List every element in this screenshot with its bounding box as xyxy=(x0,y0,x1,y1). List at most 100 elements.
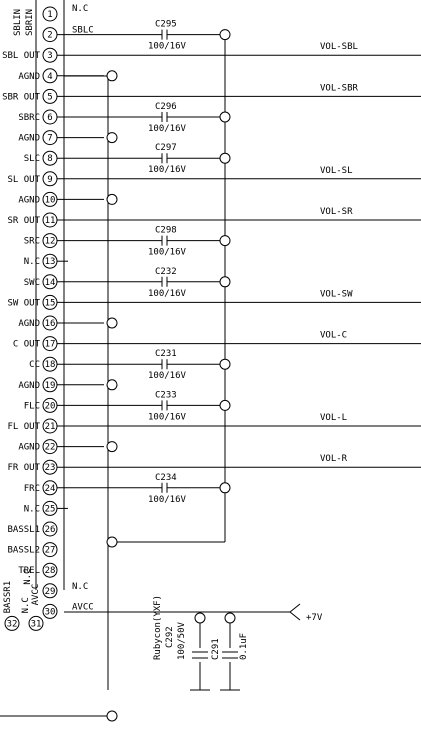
cap-ref: C297 xyxy=(155,143,177,153)
c292-node xyxy=(194,612,206,624)
pin-number: 6 xyxy=(47,113,52,123)
pin-number: 26 xyxy=(45,525,56,535)
pin-name: SBR OUT xyxy=(2,92,41,102)
pin-number: 9 xyxy=(47,175,52,185)
pin-number: 15 xyxy=(45,298,56,308)
agnd-node xyxy=(106,193,118,205)
pin-number: 1 xyxy=(47,10,52,20)
supply-arrow-b xyxy=(289,611,301,621)
agnd-node xyxy=(106,379,118,391)
pin-name: AGND xyxy=(18,195,40,205)
pin-number: 8 xyxy=(47,154,52,164)
cap-value: 100/16V xyxy=(148,42,187,52)
pin-31 xyxy=(28,615,44,631)
cap-ref: C231 xyxy=(155,349,177,359)
pin-28 xyxy=(42,562,58,578)
pin-number: 4 xyxy=(47,72,52,82)
pin-name: SLC xyxy=(24,154,40,164)
pin-number: 3 xyxy=(47,51,52,61)
cap-ref: C298 xyxy=(155,226,177,236)
cap-node xyxy=(219,111,231,123)
pin-name: FRC xyxy=(24,484,40,494)
net-label: VOL-SL xyxy=(320,166,353,176)
return-node xyxy=(106,536,118,548)
net-label: VOL-L xyxy=(320,413,347,423)
cap-node xyxy=(219,358,231,370)
pin-32 xyxy=(4,615,20,631)
pin-name: N.C xyxy=(21,597,31,613)
pin-name: SW OUT xyxy=(7,298,40,308)
net-label: VOL-R xyxy=(320,454,348,464)
pin-name: SRC xyxy=(24,237,40,247)
net-label: VOL-C xyxy=(320,331,347,341)
pin-number: 20 xyxy=(45,401,56,411)
net-label: VOL-SW xyxy=(320,289,353,299)
pin-number: 25 xyxy=(45,504,56,514)
pin-30 xyxy=(42,603,58,619)
cap-value: 100/16V xyxy=(148,124,187,134)
cap-value: 100/16V xyxy=(148,165,187,175)
pin-name: SBRC xyxy=(18,113,40,123)
pin-number: 7 xyxy=(47,134,52,144)
pin-name: AGND xyxy=(18,319,40,329)
cap-node xyxy=(219,482,231,494)
pin-name: C OUT xyxy=(13,340,41,350)
pin-name: SBL OUT xyxy=(2,51,41,61)
pin-name: AVCC xyxy=(31,584,41,606)
pin-number: 14 xyxy=(45,278,56,288)
pin-name: FLC xyxy=(24,401,40,411)
cap-node xyxy=(219,399,231,411)
pin-ext-label: N.C xyxy=(72,582,88,592)
pin-number: 5 xyxy=(47,92,52,102)
cap-value: 100/16V xyxy=(148,289,187,299)
pin-name: SBRIN xyxy=(25,9,35,36)
cap-ref: C295 xyxy=(155,20,177,30)
c291-value: 0.1uF xyxy=(239,633,249,660)
cap-value: 100/16V xyxy=(148,412,187,422)
pin-number: 11 xyxy=(45,216,56,226)
cap-node xyxy=(219,29,231,41)
pin-number: 21 xyxy=(45,422,56,432)
supply-arrow-a xyxy=(289,603,301,613)
cap-ref: C232 xyxy=(155,267,177,277)
pin-name: FL OUT xyxy=(7,422,40,432)
pin-name: FR OUT xyxy=(7,463,40,473)
cap-node xyxy=(219,152,231,164)
pin-name: BASSR1 xyxy=(3,581,13,614)
pin-number: 27 xyxy=(45,546,56,556)
cap-ref: C233 xyxy=(155,390,177,400)
pin-name: N.C xyxy=(23,569,33,585)
cap-ref: C234 xyxy=(155,473,177,483)
agnd-node xyxy=(106,317,118,329)
pin-29 xyxy=(42,583,58,599)
pin-name: BASSL2 xyxy=(7,546,40,556)
pin-number: 24 xyxy=(45,484,56,494)
agnd-node xyxy=(106,132,118,144)
pin-number: 28 xyxy=(45,566,56,576)
supply-label: +7V xyxy=(306,613,323,623)
pin-number: 23 xyxy=(45,463,56,473)
pin-1 xyxy=(42,6,58,22)
pin-name: SL OUT xyxy=(7,175,40,185)
pin-number: 13 xyxy=(45,257,56,267)
c291-node xyxy=(224,612,236,624)
pin-name: BASSL1 xyxy=(7,525,40,535)
pin-26 xyxy=(42,521,58,537)
pin-number: 29 xyxy=(45,587,56,597)
net-label: VOL-SBR xyxy=(320,83,359,93)
pin-ext-label: N.C xyxy=(72,4,88,14)
pin-name: CC xyxy=(29,360,40,370)
pin-name: SWC xyxy=(24,278,40,288)
pin-number: 2 xyxy=(47,31,52,41)
pin-number: 10 xyxy=(45,195,56,205)
net-label: VOL-SBL xyxy=(320,42,358,52)
cap-value: 100/16V xyxy=(148,495,187,505)
net-label: VOL-SR xyxy=(320,207,353,217)
cap-ref: C296 xyxy=(155,102,177,112)
cap-value: 100/16V xyxy=(148,371,187,381)
agnd-node xyxy=(106,441,118,453)
c291-ref: C291 xyxy=(211,638,221,660)
pin-name: SBLIN xyxy=(13,9,23,36)
pin-number: 17 xyxy=(45,340,56,350)
